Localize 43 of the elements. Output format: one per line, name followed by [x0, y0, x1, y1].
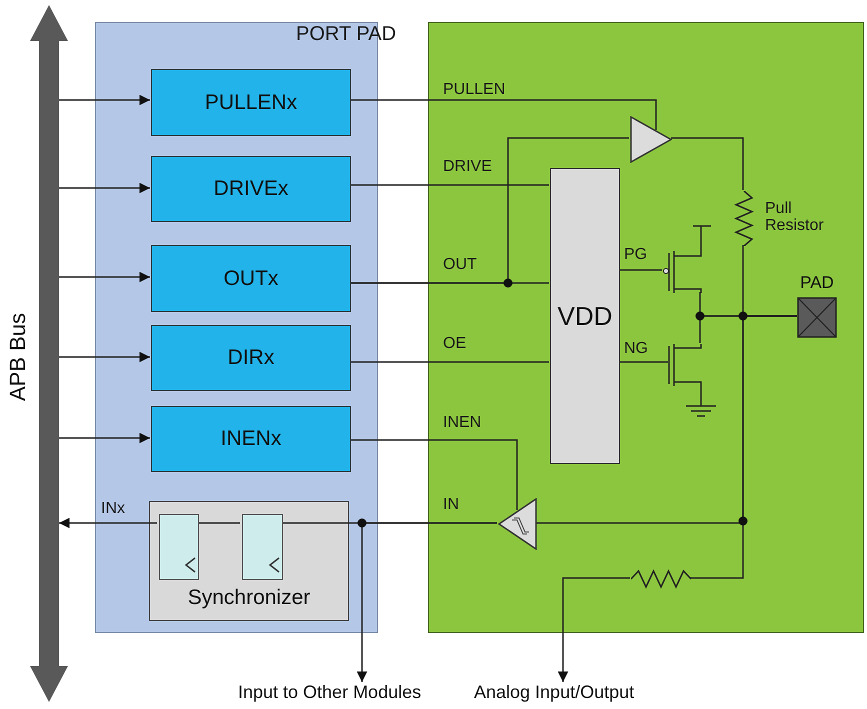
signal-line [59, 518, 157, 528]
signal-line [350, 439, 518, 510]
pad-panel [428, 22, 864, 633]
signal-line [59, 432, 150, 444]
register-box: INENx [151, 406, 351, 472]
signal-line [671, 137, 744, 190]
signal-line [350, 137, 629, 284]
signal-line [350, 184, 549, 186]
signal-line [619, 269, 662, 271]
register-box: PULLENx [151, 69, 351, 136]
signal-label: IN [443, 496, 459, 514]
bus-label: APB Bus [5, 312, 31, 402]
signal-line [197, 522, 240, 524]
block-title: Synchronizer [186, 586, 312, 610]
signal-line [356, 522, 497, 682]
signal-line [350, 361, 549, 363]
signal-label: OUT [443, 256, 477, 274]
signal-label: NG [624, 340, 648, 358]
flip-flop [159, 514, 199, 580]
signal-line [350, 99, 657, 130]
signal-label: OE [443, 335, 466, 353]
register-box: OUTx [151, 245, 351, 312]
signal-line [59, 272, 150, 282]
component-label: Pull Resistor [765, 200, 825, 234]
synchronizer-block [149, 501, 349, 621]
caption-text: Analog Input/Output [474, 682, 664, 706]
signal-line [59, 352, 150, 362]
signal-label: INEN [443, 414, 482, 432]
section-title: PORT PAD [296, 23, 396, 45]
signal-label: PG [624, 246, 648, 264]
signal-label: DRIVE [443, 158, 492, 176]
signal-line [59, 94, 150, 106]
flip-flop [242, 514, 283, 580]
pad-label: PAD [799, 273, 835, 293]
signal-line [59, 182, 150, 194]
register-box: DIRx [151, 325, 351, 391]
signal-line [619, 361, 668, 363]
vdd-block: VDD [550, 168, 620, 464]
register-box: DRIVEx [151, 156, 351, 222]
signal-line [558, 577, 630, 682]
signal-label: INx [101, 500, 125, 518]
caption-text: Input to Other Modules [238, 682, 472, 706]
signal-label: PULLEN [443, 81, 506, 99]
